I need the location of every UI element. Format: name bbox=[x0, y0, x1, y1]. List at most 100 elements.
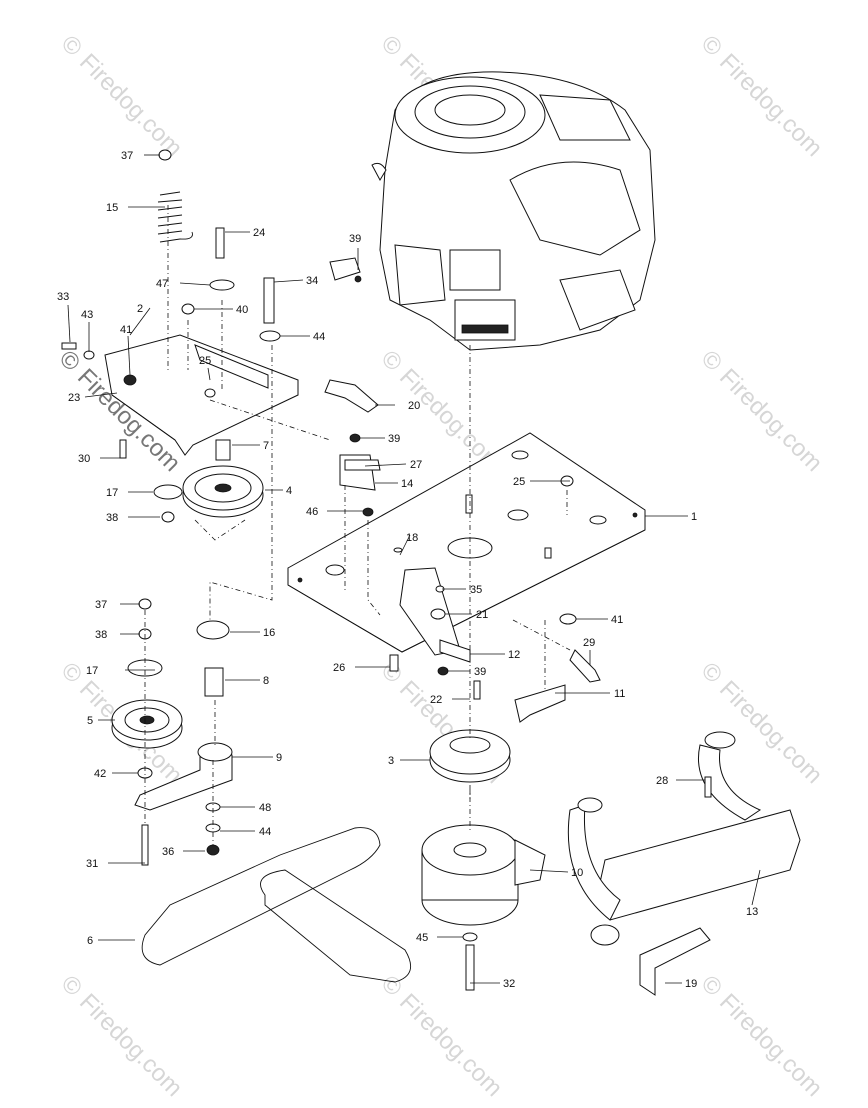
callout-47: 47 bbox=[156, 278, 168, 290]
callout-23: 23 bbox=[68, 392, 80, 404]
belt-6-loop bbox=[260, 869, 412, 983]
watermark: Firedog.com bbox=[394, 989, 507, 1102]
nut-39a bbox=[354, 275, 362, 283]
spring-15 bbox=[157, 191, 193, 243]
callout-39b: 39 bbox=[388, 433, 400, 445]
bolt-34 bbox=[263, 277, 275, 324]
fitting-21 bbox=[430, 608, 446, 620]
pin-22 bbox=[473, 680, 481, 700]
callout-32: 32 bbox=[503, 978, 515, 990]
nut-41a bbox=[123, 374, 137, 386]
callout-11: 11 bbox=[614, 688, 625, 700]
callout-10: 10 bbox=[571, 867, 583, 879]
spacer-7 bbox=[215, 439, 231, 461]
nut-40 bbox=[181, 303, 195, 315]
bolt-31 bbox=[141, 824, 149, 866]
callout-4: 4 bbox=[286, 485, 292, 497]
callout-45: 45 bbox=[416, 932, 428, 944]
muffler-13 bbox=[567, 731, 801, 946]
idler-hub-9 bbox=[197, 742, 233, 762]
watermark: © bbox=[56, 657, 88, 689]
watermark: Firedog.com bbox=[74, 989, 187, 1102]
callout-5: 5 bbox=[87, 715, 93, 727]
fitting-20 bbox=[324, 379, 379, 413]
washer-47 bbox=[209, 279, 235, 291]
nut-37b bbox=[138, 598, 152, 610]
callout-26: 26 bbox=[333, 662, 345, 674]
callout-44a: 44 bbox=[313, 331, 325, 343]
callout-30: 30 bbox=[78, 453, 90, 465]
callout-37b: 37 bbox=[95, 599, 107, 611]
bolt-29 bbox=[569, 649, 601, 683]
callout-15: 15 bbox=[106, 202, 118, 214]
callout-29: 29 bbox=[583, 637, 595, 649]
callout-6: 6 bbox=[87, 935, 93, 947]
nut-41b bbox=[559, 613, 577, 625]
leader-lines bbox=[67, 154, 761, 984]
nut-36 bbox=[206, 844, 220, 856]
callout-43: 43 bbox=[81, 309, 93, 321]
heat-shield-19 bbox=[639, 927, 711, 996]
pulley-4 bbox=[182, 465, 264, 518]
washer-43 bbox=[83, 350, 95, 360]
nut-38a bbox=[161, 511, 175, 523]
callout-46: 46 bbox=[306, 506, 318, 518]
bolt-26 bbox=[389, 654, 399, 672]
callout-44b: 44 bbox=[259, 826, 271, 838]
watermark: © bbox=[696, 345, 728, 377]
belt-6 bbox=[141, 827, 381, 966]
callout-13: 13 bbox=[746, 906, 758, 918]
callout-17b: 17 bbox=[86, 665, 98, 677]
callout-24: 24 bbox=[253, 227, 265, 239]
screw-28 bbox=[704, 776, 712, 798]
washer-46 bbox=[362, 507, 374, 517]
callout-3: 3 bbox=[388, 755, 394, 767]
pulley-5 bbox=[111, 699, 183, 749]
callout-9: 9 bbox=[276, 752, 282, 764]
bolt-32 bbox=[465, 944, 475, 991]
callout-48: 48 bbox=[259, 802, 271, 814]
callout-7: 7 bbox=[263, 440, 269, 452]
callout-19: 19 bbox=[685, 978, 697, 990]
engine-drawing bbox=[371, 71, 656, 351]
watermark: © bbox=[376, 345, 408, 377]
callout-39c: 39 bbox=[474, 666, 486, 678]
nut-39b bbox=[349, 433, 361, 443]
callout-33: 33 bbox=[57, 291, 69, 303]
watermark: Firedog.com bbox=[74, 49, 187, 162]
watermark: © bbox=[696, 30, 728, 62]
callout-20: 20 bbox=[408, 400, 420, 412]
callout-16: 16 bbox=[263, 627, 275, 639]
callout-41a: 41 bbox=[120, 324, 132, 336]
bolt-25a bbox=[204, 388, 216, 398]
callout-1: 1 bbox=[691, 511, 697, 523]
callout-39a: 39 bbox=[349, 233, 361, 245]
watermark: Firedog.com bbox=[714, 989, 827, 1102]
callout-12: 12 bbox=[508, 649, 520, 661]
bolt-33 bbox=[61, 342, 77, 350]
callout-2: 2 bbox=[137, 303, 143, 315]
bracket-11 bbox=[514, 684, 566, 723]
watermark: © bbox=[376, 30, 408, 62]
spacer-16 bbox=[196, 620, 230, 640]
center-lines bbox=[144, 205, 571, 845]
callout-35: 35 bbox=[470, 584, 482, 596]
callout-27: 27 bbox=[410, 459, 422, 471]
callout-21: 21 bbox=[476, 609, 488, 621]
washer-17a bbox=[153, 484, 183, 500]
spacer-8 bbox=[204, 667, 224, 697]
callout-38a: 38 bbox=[106, 512, 118, 524]
callout-17a: 17 bbox=[106, 487, 118, 499]
clutch-10 bbox=[421, 824, 546, 926]
callout-labels: 1 2 3 4 5 6 7 8 9 10 11 12 13 14 15 16 1… bbox=[57, 150, 758, 990]
callout-8: 8 bbox=[263, 675, 269, 687]
callout-42: 42 bbox=[94, 768, 106, 780]
fitting-39a bbox=[329, 257, 361, 281]
bracket-assembly bbox=[104, 334, 299, 456]
bolt-30 bbox=[119, 439, 127, 459]
bolt-24 bbox=[215, 227, 225, 259]
nut-37a bbox=[158, 149, 172, 161]
watermark: © bbox=[56, 30, 88, 62]
